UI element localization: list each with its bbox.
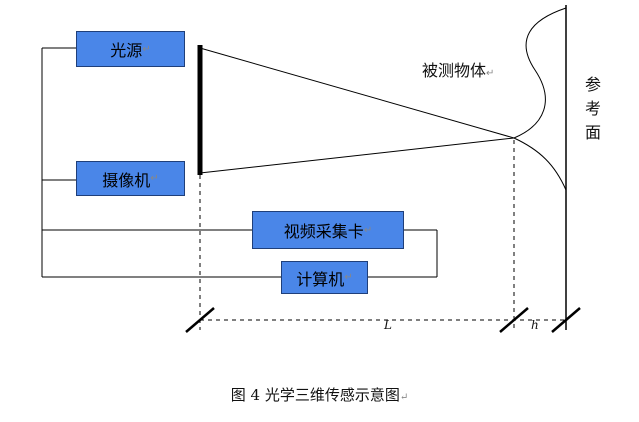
- paragraph-mark: ↵: [150, 173, 159, 184]
- light-source-box: 光源↵: [76, 31, 185, 67]
- imaging-ray: [199, 137, 515, 174]
- camera-label: 摄像机: [102, 170, 151, 190]
- capture-card-label: 视频采集卡: [283, 222, 364, 241]
- camera-box: 摄像机↵: [76, 161, 185, 196]
- reference-plane-label: 参 考 面: [584, 75, 601, 142]
- object-label: 被测物体↵: [422, 61, 495, 80]
- tick-mark-right: [551, 307, 581, 333]
- computer-label: 计算机: [296, 269, 345, 289]
- light-source-label: 光源: [110, 41, 143, 60]
- tick-mark-middle: [499, 307, 529, 333]
- projection-ray: [199, 47, 515, 139]
- computer-box: 计算机↵: [281, 261, 368, 294]
- paragraph-mark: ↵: [142, 43, 151, 55]
- figure-caption: 图 4 光学三维传感示意图↵: [230, 386, 409, 404]
- object-surface-curve: [512, 7, 567, 191]
- capture-card-box: 视频采集卡↵: [252, 211, 404, 249]
- paragraph-mark: ↵: [344, 272, 353, 283]
- paragraph-mark: ↵: [363, 224, 373, 236]
- distance-h-label: h: [531, 318, 539, 332]
- distance-L-label: L: [384, 318, 392, 332]
- tick-mark-left: [185, 307, 215, 333]
